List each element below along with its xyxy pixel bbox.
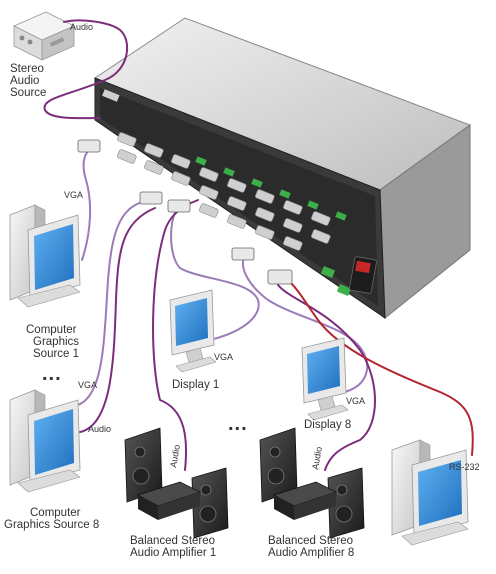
stereo-audio-source-label-3: Source bbox=[10, 87, 46, 99]
computer-source-1-label-2: Graphics bbox=[33, 336, 79, 348]
controller-pc-icon bbox=[391, 439, 469, 546]
amplifier-1-label-1: Balanced Stereo bbox=[130, 535, 215, 547]
stereo-audio-source-icon bbox=[13, 11, 75, 61]
rs232-cable bbox=[289, 281, 474, 456]
vga-cable-display-1 bbox=[170, 209, 260, 341]
computer-source-8-label-2: Graphics Source 8 bbox=[4, 519, 99, 531]
amplifier-icon bbox=[272, 481, 338, 520]
vga-plug-input-8 bbox=[139, 191, 163, 205]
rs232-plug bbox=[267, 269, 293, 285]
matrix-switcher-icon bbox=[93, 17, 472, 320]
display-1-vga-label: VGA bbox=[214, 352, 233, 362]
audio-cable-computer-8 bbox=[79, 207, 156, 433]
computer-source-1-label-3: Source 1 bbox=[33, 348, 79, 360]
display-1-label: Display 1 bbox=[172, 379, 219, 391]
speaker-icon bbox=[124, 427, 163, 503]
audio-top-label: Audio bbox=[70, 22, 93, 32]
ellipsis-middle: ... bbox=[228, 413, 248, 435]
computer-icon bbox=[9, 204, 81, 308]
audio-cable-source bbox=[43, 19, 128, 120]
audio-left-label: Audio bbox=[88, 424, 111, 434]
monitor-icon bbox=[169, 289, 217, 373]
ellipsis-left: ... bbox=[42, 363, 62, 385]
speaker-icon bbox=[191, 467, 229, 539]
vga-plug-output-8 bbox=[231, 247, 255, 261]
amplifier-icon bbox=[136, 481, 202, 520]
brand-badge bbox=[102, 89, 120, 102]
vga-8-label: VGA bbox=[78, 380, 97, 390]
display-8-vga-label: VGA bbox=[346, 396, 365, 406]
computer-source-1-label-1: Computer bbox=[26, 324, 77, 336]
computer-source-8-label-1: Computer bbox=[30, 507, 81, 519]
vga-cable-computer-8 bbox=[77, 199, 151, 406]
computer-icon bbox=[9, 389, 81, 493]
speaker-icon bbox=[259, 427, 298, 503]
stereo-audio-source-label-1: Stereo bbox=[10, 63, 44, 75]
audio-amp1-cable-label: Audio bbox=[168, 444, 182, 468]
amplifier-1-label-2: Audio Amplifier 1 bbox=[130, 547, 216, 559]
amplifier-8-label-2: Audio Amplifier 8 bbox=[268, 547, 354, 559]
amplifier-8-label-1: Balanced Stereo bbox=[268, 535, 353, 547]
vga-1-label: VGA bbox=[64, 190, 83, 200]
vga-plug-input-1 bbox=[77, 139, 101, 153]
audio-amp8-cable-label: Audio bbox=[310, 446, 324, 470]
vga-plug-output-1 bbox=[167, 199, 191, 213]
monitor-icon bbox=[301, 337, 349, 421]
speaker-icon bbox=[327, 467, 365, 539]
vga-cable-computer-1 bbox=[81, 147, 97, 261]
audio-cable-amplifier-1 bbox=[152, 199, 199, 471]
rs232-label: RS-232 bbox=[449, 462, 480, 472]
stereo-audio-source-label-2: Audio bbox=[10, 75, 39, 87]
display-8-label: Display 8 bbox=[304, 419, 351, 431]
